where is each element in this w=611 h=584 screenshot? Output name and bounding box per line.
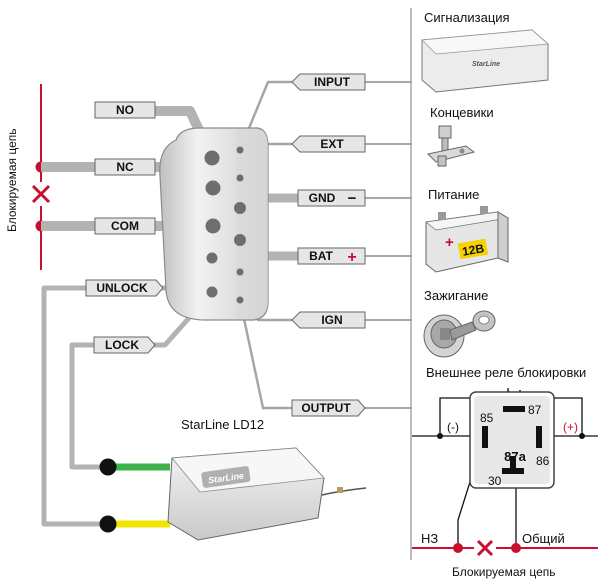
door-switch-icon — [426, 125, 476, 167]
device-ignition: Зажигание — [423, 288, 496, 358]
relay-pin-30: 30 — [488, 474, 502, 488]
device-power: Питание + 12В — [425, 187, 510, 273]
battery-plus-icon: + — [445, 234, 454, 251]
device-switches: Концевики — [426, 105, 494, 167]
pin-bat — [234, 234, 246, 246]
tag-output: OUTPUT — [291, 399, 366, 417]
left-blocked-circuit: Блокируемая цепь — [5, 84, 52, 270]
tag-output-label: OUTPUT — [301, 401, 351, 415]
tag-bat: BAT + — [297, 247, 366, 266]
relay-plus-label: (+) — [563, 420, 578, 434]
switches-caption: Концевики — [430, 105, 494, 120]
minus-sign-icon: − — [348, 190, 357, 207]
relay-pin-87: 87 — [528, 403, 542, 417]
left-circuit-label: Блокируемая цепь — [5, 129, 19, 233]
relay-pin-86: 86 — [536, 454, 550, 468]
tag-no: NO — [94, 101, 156, 119]
relay-pin-87a: 87a — [504, 449, 526, 464]
battery-icon: + 12В — [425, 206, 510, 273]
pin-ext — [236, 174, 244, 182]
common-label: Общий — [522, 531, 565, 546]
green-wire-connector — [99, 458, 117, 476]
tag-ign: IGN — [291, 311, 366, 329]
ld12-wires — [99, 458, 367, 533]
tag-unlock-label: UNLOCK — [96, 281, 148, 295]
tag-nc: NC — [94, 158, 156, 176]
left-pin-column — [204, 150, 221, 298]
power-caption: Питание — [428, 187, 479, 202]
pin-input — [236, 146, 244, 154]
pin-ign — [236, 268, 244, 276]
alarm-logo: StarLine — [472, 61, 500, 68]
tag-bat-label: BAT — [309, 249, 333, 263]
tag-lock-label: LOCK — [105, 338, 139, 352]
plus-sign-icon: + — [347, 249, 356, 266]
tag-com: COM — [94, 217, 156, 235]
right-tag-extensions — [365, 81, 412, 409]
ld12-logo: StarLine — [207, 471, 244, 486]
tag-input-label: INPUT — [314, 75, 351, 89]
tag-ign-label: IGN — [321, 313, 342, 327]
right-pin-column — [234, 146, 246, 304]
pin-com — [205, 218, 221, 234]
tag-lock: LOCK — [93, 336, 156, 354]
nc-label: НЗ — [421, 531, 438, 546]
pin-lock — [206, 286, 218, 298]
tag-gnd: GND − — [297, 189, 366, 207]
battery-label: 12В — [461, 241, 485, 259]
tag-gnd-label: GND — [309, 191, 336, 205]
tag-unlock: UNLOCK — [85, 279, 164, 297]
bottom-blocked-circuit: НЗ Общий Блокируемая цепь — [412, 531, 598, 579]
pin-output — [236, 296, 244, 304]
tag-com-label: COM — [111, 219, 139, 233]
pin-gnd — [234, 202, 246, 214]
alarm-caption: Сигнализация — [424, 10, 510, 25]
main-unit — [159, 127, 269, 321]
pin-nc — [205, 180, 221, 196]
tag-no-label: NO — [116, 103, 134, 117]
pin-unlock — [206, 252, 218, 264]
tag-ext-label: EXT — [320, 137, 344, 151]
tag-nc-label: NC — [116, 160, 134, 174]
bottom-circuit-label: Блокируемая цепь — [452, 565, 556, 579]
ignition-caption: Зажигание — [424, 288, 488, 303]
bottom-break-x-icon — [476, 539, 494, 557]
tag-input: INPUT — [291, 73, 366, 91]
tag-ext: EXT — [291, 135, 366, 153]
relay-caption: Внешнее реле блокировки — [426, 365, 586, 380]
device-relay: Внешнее реле блокировки 87 85 87a 86 — [412, 365, 598, 579]
break-x-icon — [31, 184, 51, 204]
ld12-caption: StarLine LD12 — [181, 417, 264, 432]
device-alarm: Сигнализация StarLine — [421, 10, 549, 93]
yellow-wire-connector — [99, 515, 117, 533]
ignition-key-icon — [423, 310, 496, 358]
pin-no — [204, 150, 220, 166]
relay-pin-85: 85 — [480, 411, 494, 425]
ld12-module: StarLine StarLine LD12 — [167, 417, 325, 541]
relay-minus-label: (-) — [447, 420, 459, 434]
